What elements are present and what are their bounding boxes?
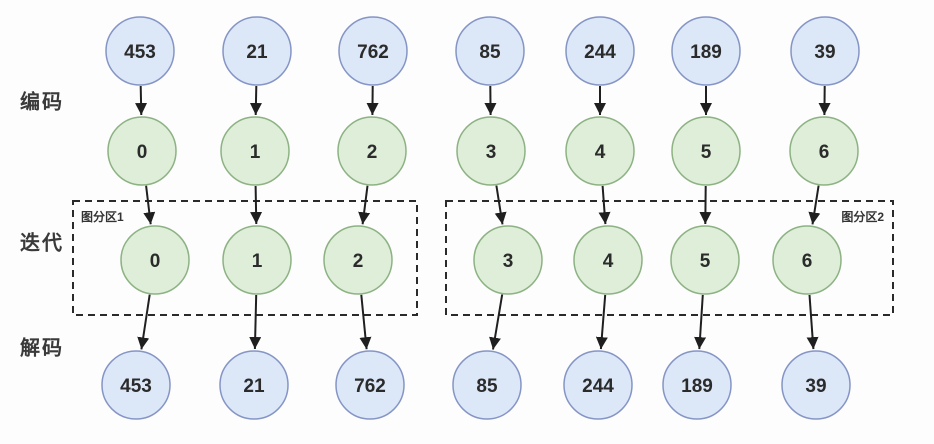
row-label-encode: 编码 — [20, 91, 64, 114]
value-node-decoded-label-col-4: 244 — [582, 376, 614, 397]
id-node-iterated-label-col-4: 4 — [603, 251, 614, 272]
value-node-input-label-col-2: 762 — [357, 42, 389, 63]
partition-label-2: 图分区2 — [841, 209, 884, 224]
id-node-iterated-col-6 — [772, 225, 842, 295]
id-node-encoded-label-col-5: 5 — [701, 142, 712, 163]
edge-decode-col-3 — [489, 294, 504, 350]
edge-iterate-col-6 — [808, 185, 821, 225]
id-node-iterated-label-col-6: 6 — [802, 251, 813, 272]
id-node-encoded-col-0 — [107, 116, 177, 186]
value-node-input-label-col-6: 39 — [814, 42, 835, 63]
value-node-input-col-5 — [671, 16, 741, 86]
partition-label-1: 图分区1 — [81, 209, 124, 224]
value-node-decoded-label-col-3: 85 — [476, 376, 498, 397]
edge-decode-col-1 — [249, 294, 262, 350]
id-node-iterated-label-col-3: 3 — [503, 251, 514, 272]
value-node-input-label-col-5: 189 — [690, 42, 722, 63]
value-node-input-label-col-4: 244 — [584, 42, 616, 63]
value-node-input-col-0 — [105, 16, 175, 86]
partition-box-1 — [72, 200, 418, 316]
id-node-encoded-label-col-2: 2 — [367, 142, 378, 163]
edge-decode-col-4 — [595, 294, 608, 350]
id-node-encoded-label-col-4: 4 — [595, 142, 606, 163]
edge-iterate-col-2 — [358, 185, 371, 225]
id-node-iterated-label-col-1: 1 — [252, 251, 263, 272]
id-node-encoded-label-col-6: 6 — [819, 142, 830, 163]
value-node-decoded-label-col-6: 39 — [805, 376, 826, 397]
value-node-input-col-3 — [455, 16, 525, 86]
edge-iterate-col-3 — [494, 185, 507, 225]
id-node-encoded-label-col-3: 3 — [486, 142, 497, 163]
edge-decode-col-5 — [694, 294, 707, 350]
value-node-input-col-6 — [790, 16, 860, 86]
id-node-iterated-label-col-2: 2 — [353, 251, 364, 272]
value-node-input-col-4 — [565, 16, 635, 86]
id-node-iterated-col-3 — [473, 225, 543, 295]
value-node-input-col-1 — [222, 16, 292, 86]
id-node-encoded-col-1 — [220, 116, 290, 186]
id-node-encoded-col-3 — [456, 116, 526, 186]
edge-encode-col-1 — [249, 85, 262, 116]
value-node-decoded-col-1 — [219, 350, 289, 420]
id-node-iterated-col-4 — [573, 225, 643, 295]
id-node-encoded-label-col-1: 1 — [250, 142, 261, 163]
id-node-iterated-col-2 — [323, 225, 393, 295]
value-node-decoded-label-col-0: 453 — [120, 376, 152, 397]
row-label-decode: 解码 — [20, 337, 64, 360]
value-node-decoded-col-5 — [662, 350, 732, 420]
value-node-decoded-col-0 — [101, 350, 171, 420]
value-node-input-label-col-3: 85 — [479, 42, 501, 63]
edge-decode-col-0 — [137, 294, 151, 350]
edge-decode-col-6 — [806, 294, 819, 350]
id-node-iterated-label-col-5: 5 — [700, 251, 711, 272]
id-node-encoded-col-6 — [789, 116, 859, 186]
id-node-encoded-label-col-0: 0 — [137, 142, 148, 163]
edge-iterate-col-4 — [598, 185, 611, 225]
id-node-encoded-col-5 — [671, 116, 741, 186]
value-node-decoded-label-col-1: 21 — [243, 376, 265, 397]
value-node-decoded-col-6 — [781, 350, 851, 420]
partition-box-2 — [445, 200, 894, 316]
row-label-iterate: 迭代 — [20, 232, 64, 255]
id-node-encoded-col-4 — [565, 116, 635, 186]
edge-iterate-col-1 — [250, 185, 263, 225]
value-node-input-label-col-1: 21 — [246, 42, 268, 63]
value-node-decoded-label-col-5: 189 — [681, 376, 713, 397]
value-node-input-label-col-0: 453 — [124, 42, 156, 63]
value-node-decoded-col-4 — [563, 350, 633, 420]
edge-decode-col-2 — [359, 294, 372, 350]
id-node-iterated-col-5 — [670, 225, 740, 295]
edge-encode-col-0 — [135, 85, 148, 116]
edge-iterate-col-0 — [143, 185, 156, 225]
id-node-iterated-col-0 — [120, 225, 190, 295]
value-node-decoded-col-3 — [452, 350, 522, 420]
value-node-decoded-label-col-2: 762 — [354, 376, 386, 397]
value-node-input-col-2 — [338, 16, 408, 86]
id-node-iterated-label-col-0: 0 — [150, 251, 161, 272]
id-node-iterated-col-1 — [222, 225, 292, 295]
value-node-decoded-col-2 — [335, 350, 405, 420]
id-node-encoded-col-2 — [337, 116, 407, 186]
